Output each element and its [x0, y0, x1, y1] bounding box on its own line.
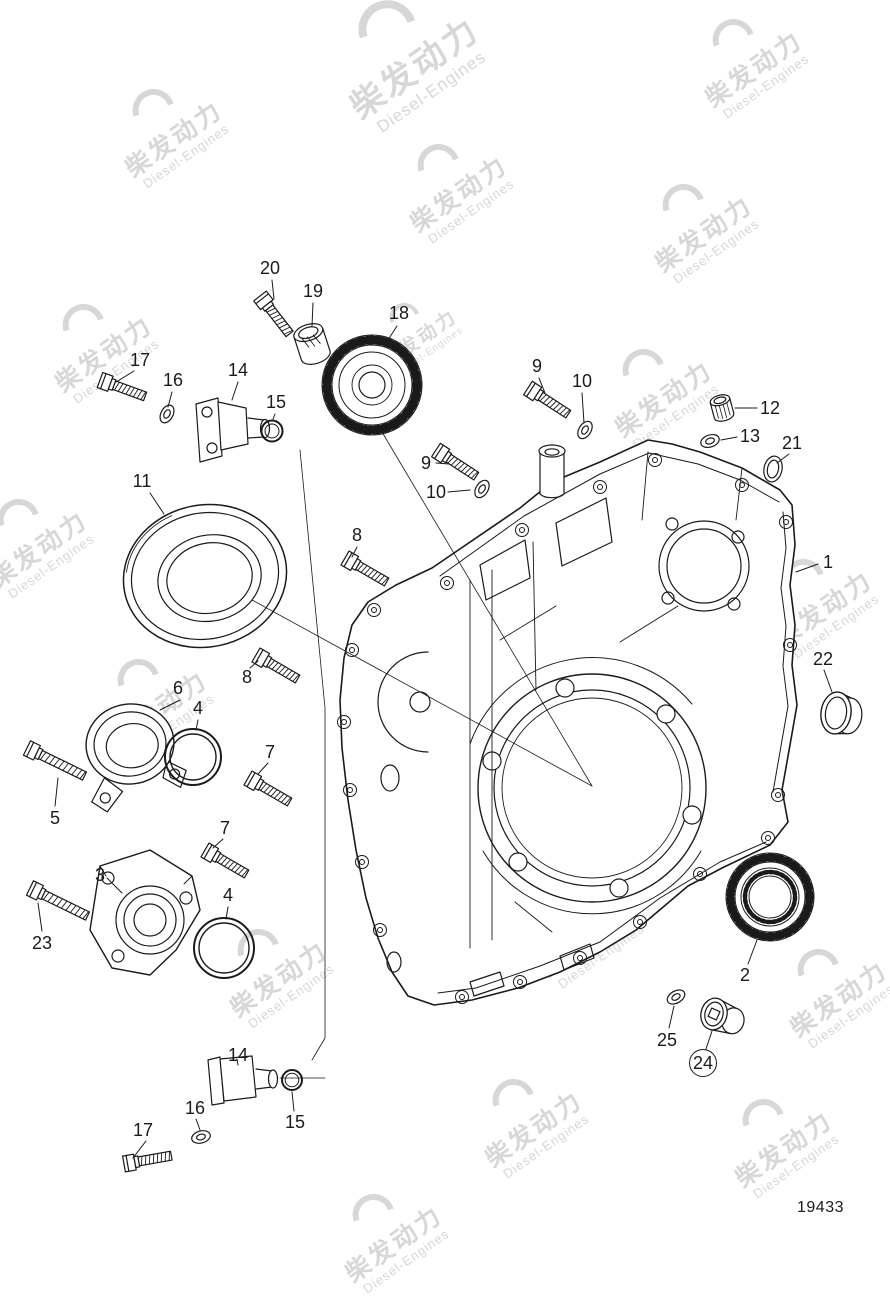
part-idler-gear-18	[321, 334, 423, 436]
part-bolt-23	[25, 880, 92, 924]
part-washer-10b	[471, 477, 493, 501]
construction-lines	[251, 431, 593, 1079]
part-washer-10a	[574, 418, 596, 442]
part-cover-3	[89, 849, 201, 976]
part-washer-25	[664, 986, 688, 1008]
part-plug-21	[763, 455, 783, 483]
part-washer-13	[698, 431, 722, 451]
part-crankshaft-seal-11	[122, 503, 288, 649]
drawing-number: 19433	[797, 1199, 844, 1216]
part-bolt-9a	[523, 380, 574, 422]
part-bracket-14a	[195, 397, 271, 463]
part-plug-12	[709, 394, 735, 422]
part-bolt-7a	[243, 770, 295, 810]
exploded-diagram	[22, 279, 863, 1173]
part-plug-24	[700, 997, 745, 1035]
part-bolt-8a	[340, 550, 392, 590]
part-bracket-14b	[207, 1055, 279, 1106]
part-bolt-5	[22, 740, 89, 784]
part-bolt-20	[253, 290, 297, 340]
part-oring-4b	[193, 917, 255, 979]
part-bolt-8b	[251, 647, 303, 687]
part-gear-2	[725, 852, 815, 942]
part-bolt-17a	[96, 371, 149, 405]
part-bolt-17b	[122, 1147, 174, 1173]
part-oring-15a	[260, 419, 284, 443]
part-washer-16a	[156, 402, 178, 426]
part-oring-15b	[281, 1069, 303, 1091]
part-bolt-7b	[200, 842, 252, 882]
part-bushing-19	[293, 323, 331, 365]
leader-lines	[37, 279, 833, 1159]
part-oring-4a	[164, 728, 222, 786]
part-washer-16b	[189, 1128, 213, 1146]
part-bushing-22	[820, 691, 863, 735]
part-housing	[337, 439, 798, 1006]
part-cover-6	[85, 703, 187, 813]
